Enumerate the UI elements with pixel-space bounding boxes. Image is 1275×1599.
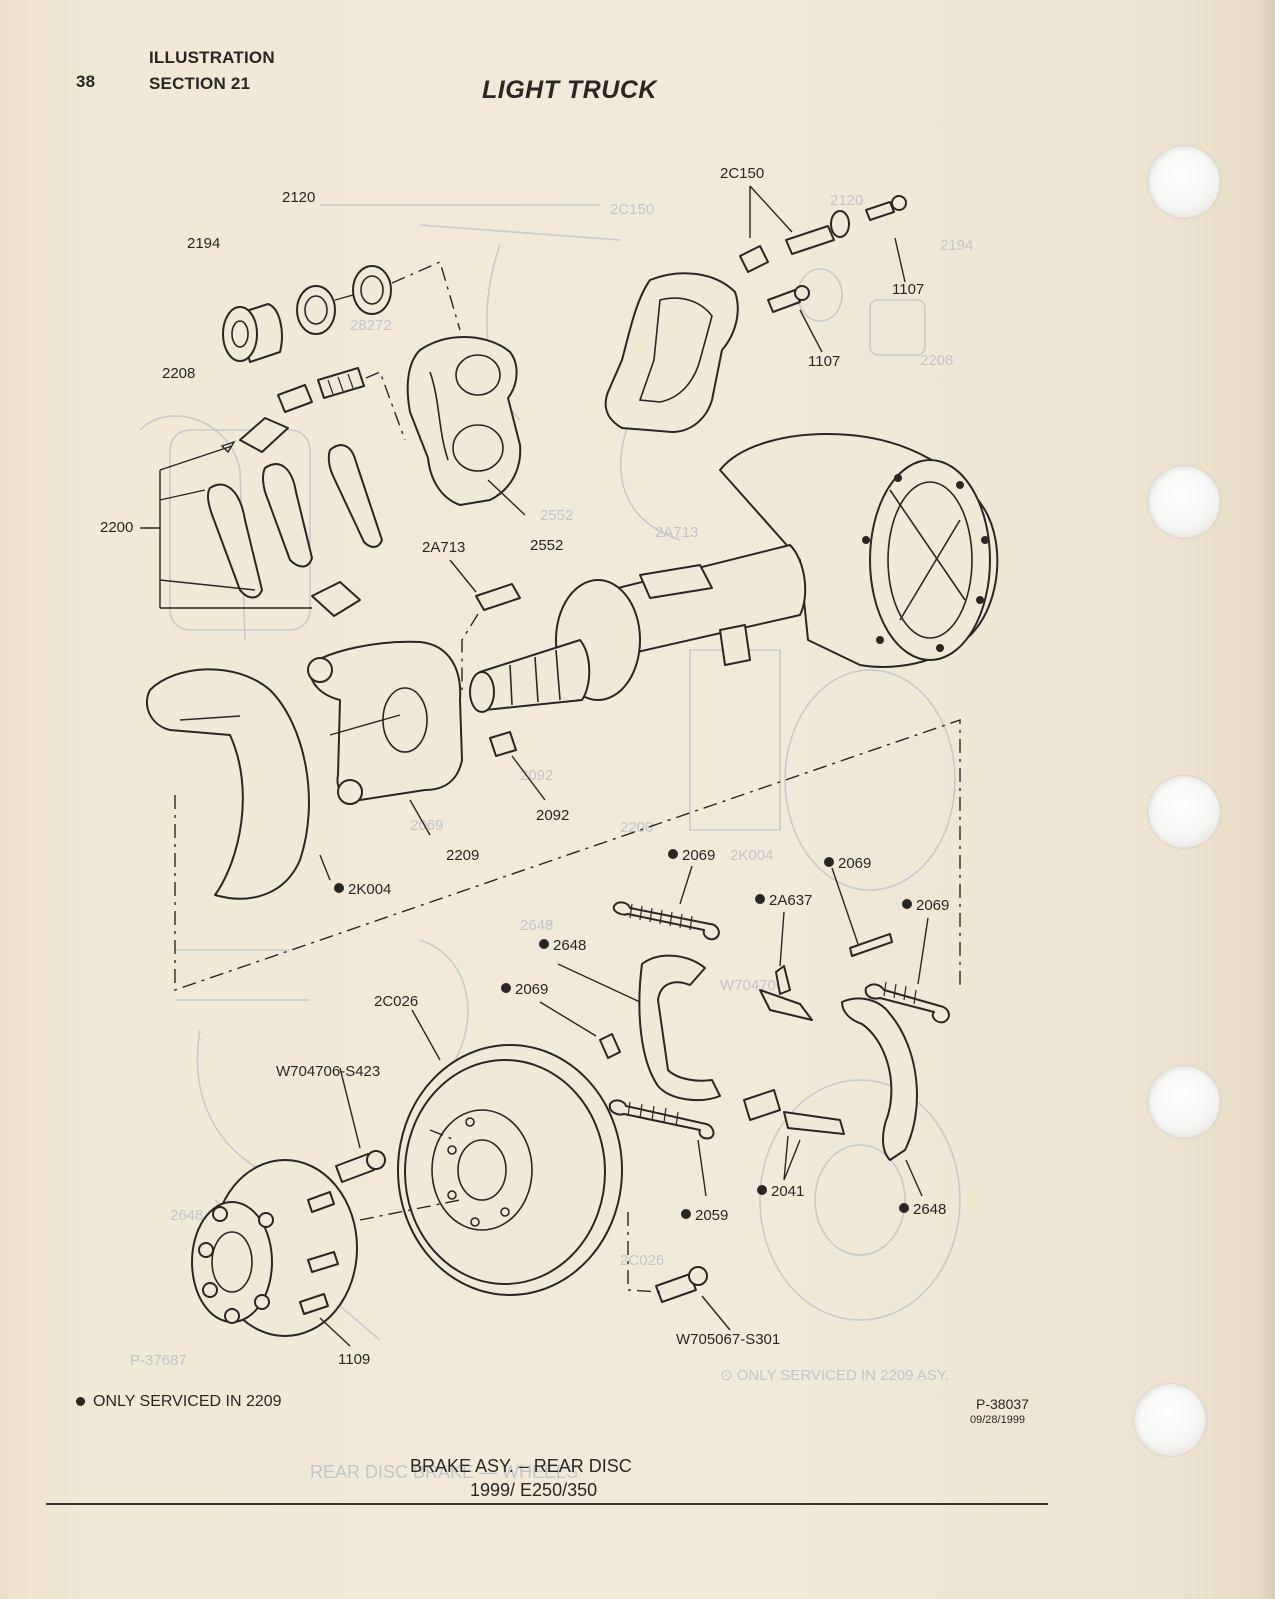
bottom-rule [46,1503,1048,1505]
part-1109-hub [191,1159,358,1347]
footnote: ONLY SERVICED IN 2209 [76,1393,282,1411]
callout-2C150: 2C150 [720,165,764,182]
part-2648-shoe-rear [841,997,923,1197]
callout-2041: 2041 [771,1183,804,1200]
callout-2648-front: 2648 [553,937,586,954]
binder-hole [1148,466,1220,538]
callout-2120: 2120 [282,189,315,206]
page-edge [1255,0,1275,1599]
callout-1107-upper: 1107 [892,281,924,298]
callout-2209: 2209 [446,847,479,864]
callout-1109: 1109 [338,1351,370,1368]
callout-2194: 2194 [187,235,220,252]
part-2K004-shield [145,668,401,900]
svg-text:REAR DISC BRAKE — WHEELS: REAR DISC BRAKE — WHEELS [310,1462,578,1482]
part-caliper-anchor-bracket [604,272,739,433]
svg-text:⊙ ONLY SERVICED IN 2209 ASY.: ⊙ ONLY SERVICED IN 2209 ASY. [720,1367,949,1384]
svg-text:W704706: W704706 [720,977,784,994]
callout-2552: 2552 [530,537,563,554]
part-2041-adjuster [743,1089,845,1181]
svg-text:2194: 2194 [940,237,973,254]
part-W705067-bolt [627,1212,731,1331]
caption-model: 1999/ E250/350 [470,1480,598,1500]
section-label: ILLUSTRATION [149,48,275,67]
callout-2092: 2092 [536,807,569,824]
svg-text:P-37687: P-37687 [130,1352,187,1369]
callout-W705067-S301: W705067-S301 [676,1331,780,1348]
callout-2A637: 2A637 [769,892,812,909]
part-2194-seal [222,303,283,363]
callout-2069-left: 2069 [515,981,548,998]
part-2200-brake-pads [140,417,383,617]
svg-text:2208: 2208 [920,352,953,369]
svg-text:2200: 2200 [620,819,653,836]
part-2C026-rotor [359,1009,623,1296]
binder-hole [1134,1384,1206,1456]
svg-text:2552: 2552 [540,507,573,524]
page-title: LIGHT TRUCK [482,76,657,104]
callout-2A713: 2A713 [422,539,465,556]
part-2069-springs [539,865,950,1059]
callout-2200: 2200 [100,519,133,536]
svg-text:2C026: 2C026 [620,1252,664,1269]
callout-2K004: 2K004 [348,881,391,898]
callout-2208: 2208 [162,365,195,382]
assembly-frame-line [174,719,961,991]
part-2648-shoe-front [557,954,721,1102]
callout-2069-right: 2069 [838,855,871,872]
part-axle-housing [469,433,999,713]
part-2C150-slide-pins [739,185,907,353]
bleed-through-artwork: 2194 2120 2C150 28272 2208 2552 2A713 20… [130,192,973,1482]
svg-text:2C150: 2C150 [610,201,654,218]
section-number: SECTION 21 [149,74,251,93]
part-W704706-stud [335,1067,386,1183]
callout-2069-top: 2069 [682,847,715,864]
figure-date: 09/28/1999 [970,1414,1026,1426]
callout-2069-far-right: 2069 [916,897,949,914]
callout-2059: 2059 [695,1207,728,1224]
footnote-text: ONLY SERVICED IN 2209 [93,1393,282,1410]
part-2092-spacer [489,731,546,801]
svg-text:2120: 2120 [830,192,863,209]
part-2120-bearing [296,261,461,335]
part-2552-caliper [406,336,526,516]
svg-text:28272: 28272 [350,317,392,334]
caption-title: BRAKE ASY. – REAR DISC [410,1456,632,1476]
page-number: 38 [76,72,96,91]
svg-text:2K004: 2K004 [730,847,773,864]
part-2059-spring [608,1099,715,1197]
binder-hole [1148,1066,1220,1138]
part-2208-guide-pin [277,367,406,441]
part-2209-adapter [307,640,463,836]
svg-text:2069: 2069 [410,817,443,834]
part-2A713-clip [449,559,521,690]
bullet-icon [76,1397,85,1407]
svg-text:2648: 2648 [520,917,553,934]
binder-hole [1148,776,1220,848]
svg-text:2092: 2092 [520,767,553,784]
callout-1107-lower: 1107 [808,353,840,370]
svg-text:2648: 2648 [170,1207,203,1224]
part-2A637-lever [759,911,813,1021]
binder-hole [1148,146,1220,218]
figure-id: P-38037 [976,1396,1029,1412]
callout-W704706-S423: W704706-S423 [276,1063,380,1080]
callout-2C026: 2C026 [374,993,418,1010]
callout-2648-rear: 2648 [913,1201,946,1218]
svg-text:2A713: 2A713 [655,524,698,541]
